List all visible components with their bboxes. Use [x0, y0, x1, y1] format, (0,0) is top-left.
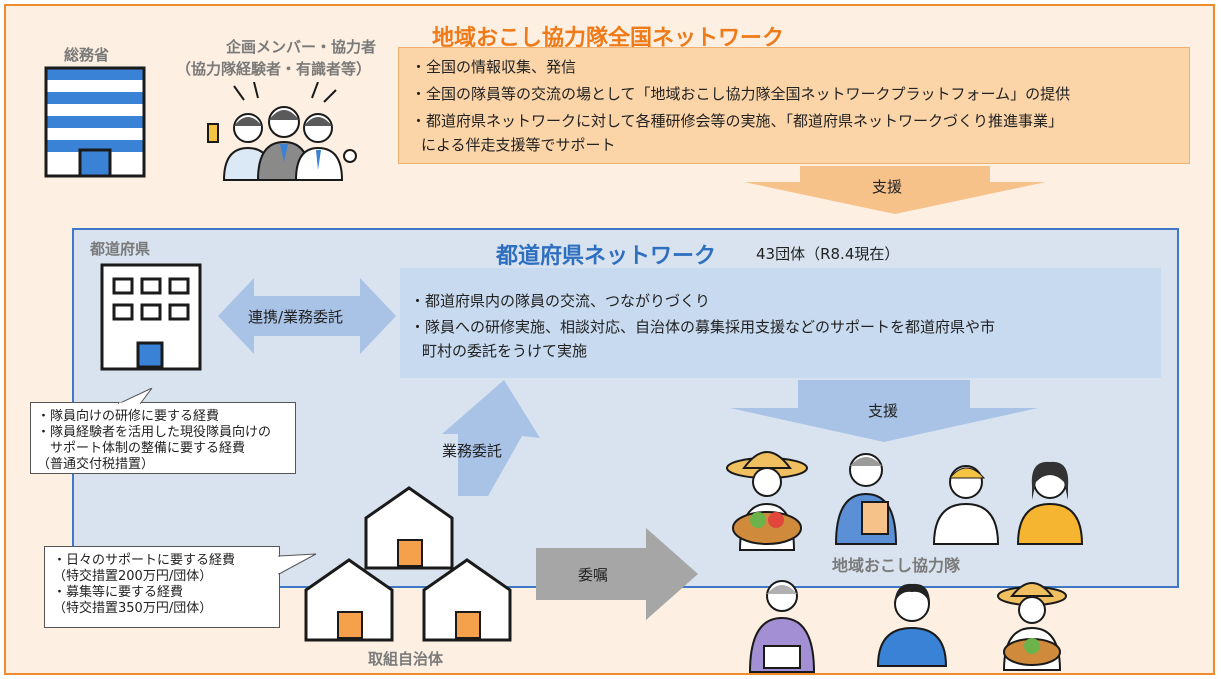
prefecture-support-label: 支援 — [868, 402, 899, 420]
prefecture-building-icon — [100, 263, 202, 371]
national-item-3-cont: による伴走支援等でサポート — [421, 136, 616, 154]
prefecture-funding-line-4: （普通交付税措置） — [37, 457, 155, 472]
members-label-line1: 企画メンバー・協力者 — [226, 38, 377, 56]
national-network-title: 地域おこし協力隊全国ネットワーク — [432, 26, 785, 51]
member-reader-icon — [834, 453, 898, 545]
prefecture-funding-line-3: サポート体制の整備に要する経費 — [37, 441, 246, 456]
house-icon-right — [422, 558, 512, 642]
municipality-funding-line-3: ・募集等に要する経費 — [53, 585, 184, 600]
member-farmer-icon — [726, 451, 808, 551]
ministry-label: 総務省 — [64, 46, 110, 64]
municipality-callout-tail — [278, 553, 317, 575]
commission-diagonal-arrow — [442, 380, 540, 496]
link-arrow-label: 連携/業務委託 — [248, 308, 344, 326]
link-double-arrow — [218, 278, 396, 354]
prefecture-funding-line-1: ・隊員向けの研修に要する経費 — [37, 409, 220, 424]
member-young-woman-icon — [1016, 461, 1084, 545]
prefecture-item-2: ・隊員への研修実施、相談対応、自治体の募集採用支援などのサポートを都道府県や市 — [410, 318, 996, 336]
national-support-arrow — [744, 166, 1046, 214]
prefecture-callout-tail — [118, 388, 153, 404]
house-icon-left — [304, 558, 394, 642]
municipality-funding-line-4: （特交措置350万円/団体） — [53, 601, 213, 616]
national-support-label: 支援 — [872, 178, 903, 196]
prefecture-funding-callout: ・隊員向けの研修に要する経費 ・隊員経験者を活用した現役隊員向けの サポート体制… — [30, 402, 296, 474]
municipality-label: 取組自治体 — [368, 650, 444, 668]
national-item-2: ・全国の隊員等の交流の場として「地域おこし協力隊全国ネットワークプラットフォーム… — [411, 85, 1071, 103]
prefecture-support-arrow — [730, 380, 1038, 442]
national-network-box: ・全国の情報収集、発信 ・全国の隊員等の交流の場として「地域おこし協力隊全国ネッ… — [398, 47, 1190, 164]
commission-arrow-label: 業務委託 — [442, 442, 503, 460]
members-label-line2: （協力隊経験者・有識者等） — [176, 60, 372, 78]
entrust-arrow-label: 委嘱 — [578, 566, 609, 584]
municipality-funding-line-1: ・日々のサポートに要する経費 — [53, 553, 236, 568]
member-elderly-icon — [748, 580, 816, 673]
municipality-funding-line-2: （特交措置200万円/団体） — [53, 569, 213, 584]
member-young-man-icon — [932, 465, 1000, 545]
national-item-3: ・都道府県ネットワークに対して各種研修会等の実施、「都道府県ネットワークづくり推… — [411, 112, 1064, 130]
prefecture-item-1: ・都道府県内の隊員の交流、つながりづくり — [410, 292, 711, 310]
prefecture-funding-line-2: ・隊員経験者を活用した現役隊員向けの — [37, 425, 272, 440]
member-farmer-2-icon — [997, 582, 1067, 671]
entrust-arrow — [536, 528, 698, 620]
ministry-building-icon — [44, 66, 146, 178]
prefecture-item-2-cont: 町村の委託をうけて実施 — [422, 342, 588, 360]
prefecture-network-box: ・都道府県内の隊員の交流、つながりづくり ・隊員への研修実施、相談対応、自治体の… — [400, 268, 1161, 378]
members-label: 地域おこし協力隊 — [832, 556, 961, 575]
prefecture-label: 都道府県 — [90, 240, 151, 258]
municipality-funding-callout: ・日々のサポートに要する経費 （特交措置200万円/団体） ・募集等に要する経費… — [44, 546, 280, 628]
member-woman-icon — [876, 583, 948, 667]
prefecture-network-count: 43団体（R8.4現在） — [756, 245, 900, 263]
prefecture-network-title: 都道府県ネットワーク — [496, 244, 717, 269]
national-item-1: ・全国の情報収集、発信 — [411, 58, 577, 76]
planning-members-icon — [207, 82, 357, 181]
house-icon-top — [364, 486, 454, 570]
